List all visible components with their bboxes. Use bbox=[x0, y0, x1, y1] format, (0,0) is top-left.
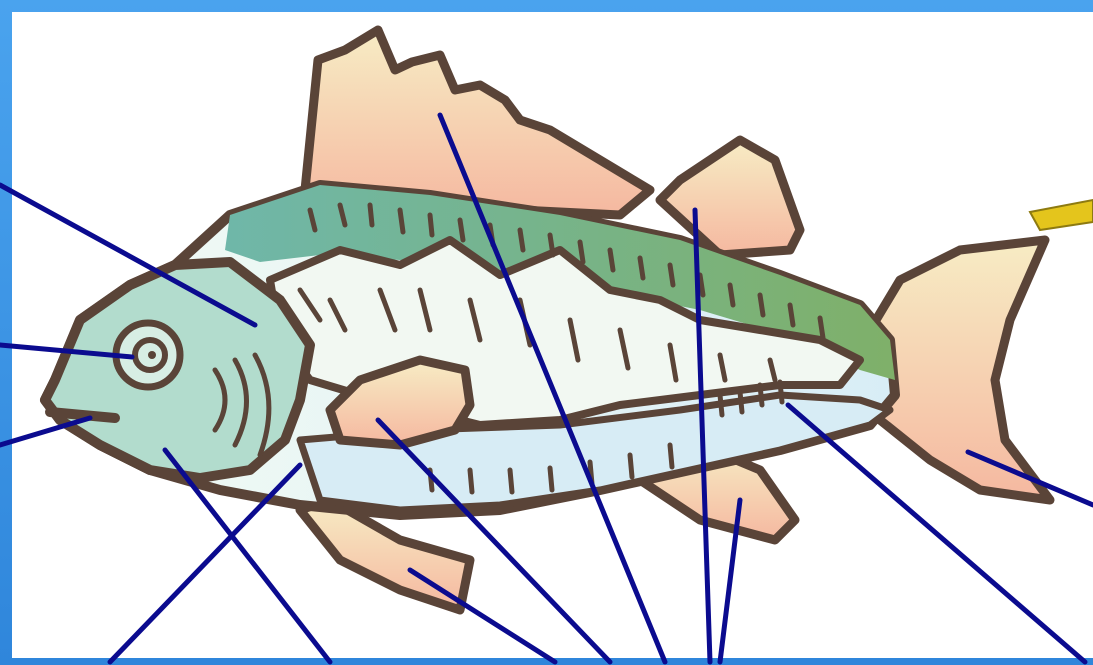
pointer-stick bbox=[1030, 200, 1093, 230]
mouth bbox=[50, 412, 115, 418]
leader-line-throat bbox=[110, 465, 300, 662]
